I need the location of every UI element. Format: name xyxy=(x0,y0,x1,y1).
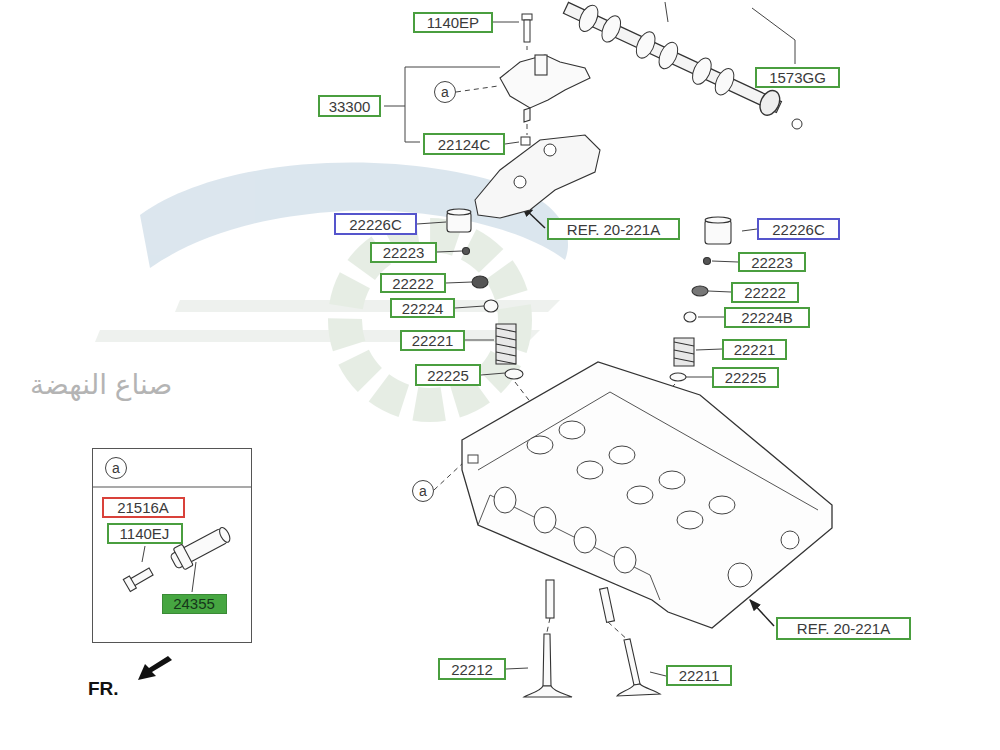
reference-text: REF. 20-221A xyxy=(797,621,890,636)
oil-jet xyxy=(521,137,530,145)
callout-letter: a xyxy=(441,85,449,99)
part-number-box: 22225 xyxy=(415,364,481,386)
part-number: 22211 xyxy=(679,668,720,683)
part-number-box: 22124C xyxy=(423,133,505,155)
watermark-text: صناع النهضة xyxy=(30,368,172,401)
part-number: 22222 xyxy=(744,285,786,300)
callout-circle: a xyxy=(434,81,456,103)
part-number-box: 22223 xyxy=(738,252,806,272)
part-number-box: 22224 xyxy=(390,298,455,318)
valve-train xyxy=(447,209,731,381)
callout-letter: a xyxy=(419,484,427,498)
valves xyxy=(524,580,660,697)
part-number: 22223 xyxy=(751,255,793,270)
front-arrow xyxy=(138,656,172,680)
reference-box: REF. 20-221A xyxy=(776,617,911,640)
part-number: 22222 xyxy=(392,276,434,291)
part-number-box: 1573GG xyxy=(755,67,840,88)
part-number: 22223 xyxy=(383,245,425,260)
inset-divider xyxy=(93,486,251,487)
part-number: 22221 xyxy=(734,342,776,357)
part-number: 22226C xyxy=(349,217,402,232)
part-number-box: 21516A xyxy=(102,497,185,518)
part-number-box: 22224B xyxy=(724,307,810,328)
reference-box: REF. 20-221A xyxy=(547,218,680,240)
bolt xyxy=(522,14,532,42)
part-number: 22221 xyxy=(412,333,454,348)
part-number: 22124C xyxy=(438,137,491,152)
watermark-text: صناع النهضة xyxy=(30,369,172,400)
part-number-box: 22221 xyxy=(722,339,787,360)
part-number-box: 22226C xyxy=(757,218,840,240)
part-number-box: 24355 xyxy=(162,594,227,614)
part-number-box: 22222 xyxy=(731,282,799,303)
detail-inset: a 21516A 1140EJ 24355 xyxy=(92,448,252,643)
callout-circle: a xyxy=(412,480,434,502)
camshaft xyxy=(560,0,785,120)
part-number: 33300 xyxy=(329,99,371,114)
part-number: 1573GG xyxy=(769,70,826,85)
part-number: 22226C xyxy=(772,222,825,237)
part-number: 22225 xyxy=(427,368,469,383)
part-number: 22224 xyxy=(402,301,444,316)
part-number-box: 1140EJ xyxy=(107,523,183,544)
part-number: 22212 xyxy=(451,662,493,677)
part-number: 22225 xyxy=(725,370,767,385)
part-number-box: 22225 xyxy=(712,367,779,388)
part-number-box: 33300 xyxy=(318,95,381,117)
reference-text: REF. 20-221A xyxy=(567,222,660,237)
camshaft-plug xyxy=(792,119,802,129)
part-number: 21516A xyxy=(117,500,169,515)
part-number: 1140EJ xyxy=(120,526,170,541)
part-number-box: 22221 xyxy=(400,330,465,351)
part-number: 1140EP xyxy=(427,15,479,30)
part-number-box: 22222 xyxy=(380,273,446,293)
part-number-box: 22226C xyxy=(334,213,417,235)
part-number: 22224B xyxy=(741,310,793,325)
direction-label: FR. xyxy=(88,678,119,699)
part-number: 24355 xyxy=(173,596,215,611)
part-number-box: 22212 xyxy=(438,658,506,680)
actuator xyxy=(500,55,590,122)
part-number-box: 22223 xyxy=(370,242,437,263)
callout-letter: a xyxy=(105,457,127,479)
direction-label: FR. xyxy=(88,678,119,700)
part-number-box: 22211 xyxy=(666,665,732,686)
part-number-box: 1140EP xyxy=(413,12,493,33)
ref-arrow xyxy=(750,600,774,626)
cylinder-head xyxy=(462,362,832,628)
